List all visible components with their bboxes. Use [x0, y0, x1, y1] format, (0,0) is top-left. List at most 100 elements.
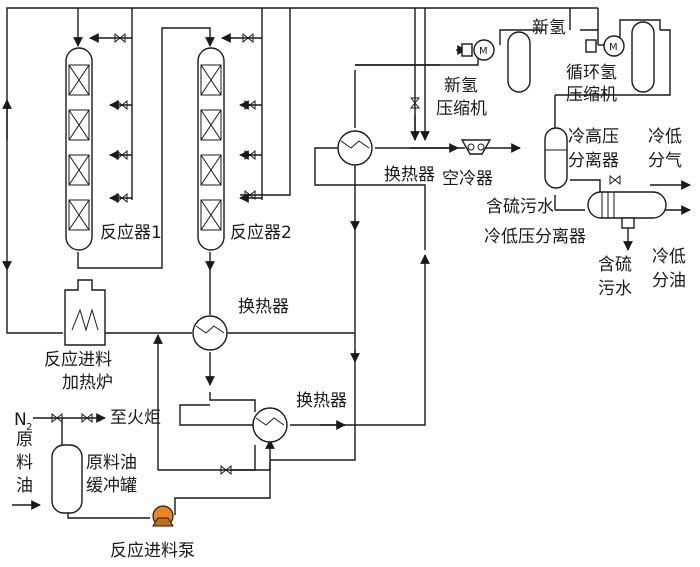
- label-reactor-1: 反应器1: [100, 223, 162, 243]
- feed-oil-buffer-tank: [51, 444, 83, 514]
- reactor-feed-pump: [152, 505, 174, 527]
- new-h2-motor-icon: [473, 39, 495, 61]
- valve-icon: [244, 149, 256, 161]
- label-new-h2-comp-line-2: 压缩机: [436, 99, 487, 119]
- recycle-motor-icon: [603, 35, 625, 57]
- lp-separator-boot: [621, 217, 635, 229]
- label-lp-oil-line-1: 冷低: [652, 247, 686, 267]
- label-heat-exchanger-1: 换热器: [238, 297, 289, 317]
- label-nitrogen-subscript: 2: [26, 422, 32, 433]
- label-new-h2-comp-line-1: 新氢: [444, 76, 478, 96]
- valve-icon: [244, 189, 256, 201]
- cold-hp-separator: [544, 127, 568, 189]
- hp-separator-body: [544, 127, 568, 189]
- valve-icon: [242, 32, 254, 44]
- valves: [51, 32, 621, 476]
- hx1-coil-icon: [195, 325, 225, 334]
- reactor-2: [197, 47, 225, 251]
- recycle-drum-line: [619, 19, 661, 45]
- hx3-shell: [337, 130, 373, 166]
- label-sour-water-2-line-1: 含硫: [598, 255, 632, 275]
- new-h2-to-drum: [499, 29, 545, 45]
- label-new-h2: 新氢: [532, 18, 566, 38]
- valve-icon: [244, 99, 256, 111]
- air-cooler: [460, 139, 492, 155]
- motor-m-label: M: [479, 46, 488, 57]
- label-feed-pump: 反应进料泵: [110, 541, 195, 561]
- reactor-2-body: [197, 47, 225, 251]
- label-buffer-tank-line-1: 原料油: [86, 453, 137, 473]
- new-h2-drum-body: [507, 31, 531, 93]
- lp-separator-body: [587, 191, 667, 219]
- heat-exchanger-1: [192, 315, 228, 351]
- reactor1-to-reactor2-line: [77, 27, 215, 269]
- recycle-suction-line: [555, 29, 671, 96]
- hx2-left-branch: [179, 404, 255, 426]
- hx2-coil-icon: [255, 417, 285, 426]
- recycle-drum-body: [631, 21, 655, 93]
- hx3-to-hx2-line: [270, 165, 356, 461]
- hx3-inlet-line: [314, 147, 426, 250]
- label-sour-water-1: 含硫污水: [486, 197, 554, 217]
- furnace-outlet-line: [2, 261, 63, 334]
- label-reactor-2: 反应器2: [230, 223, 292, 243]
- new-h2-drum: [507, 31, 531, 93]
- new-h2-compressor-coupling: [461, 43, 473, 57]
- feed-heating-furnace: [64, 279, 106, 346]
- heat-exchanger-3: [337, 130, 373, 166]
- label-air-cooler: 空冷器: [442, 169, 493, 189]
- recycle-h2-drum: [631, 21, 655, 93]
- valve-icon: [51, 412, 63, 424]
- recycle-compressor-coupling: [585, 39, 597, 53]
- air-cooler-body: [460, 139, 492, 155]
- new-h2-compressor-outlet: [355, 45, 479, 66]
- label-furnace-line-2: 加热炉: [62, 373, 113, 393]
- label-lp-oil-line-2: 分油: [652, 271, 686, 291]
- labels: 反应器1 反应器2 换热器 换热器 换热器 空冷器 反应进料 加热炉 N 2 至…: [14, 18, 686, 561]
- quench-header-3: [240, 8, 291, 196]
- new-h2-compressor: M: [461, 39, 495, 61]
- label-feed-oil-char-3: 油: [16, 476, 33, 496]
- pump-discharge-line: [174, 462, 271, 515]
- motor-m-label: M: [609, 42, 618, 53]
- label-to-flare: 至火炬: [110, 408, 161, 428]
- label-nitrogen: N: [14, 410, 27, 430]
- reactor-2-beds: [200, 64, 222, 231]
- label-lp-gas-line-1: 冷低: [648, 127, 682, 147]
- label-lp-separator: 冷低压分离器: [484, 227, 586, 247]
- valve-icon: [116, 99, 128, 111]
- hx2-shell: [252, 407, 288, 443]
- tank-to-pump-line: [67, 512, 150, 519]
- valve-icon: [220, 464, 232, 476]
- label-furnace-line-1: 反应进料: [44, 350, 112, 370]
- reactor-1-body: [65, 47, 93, 251]
- label-recycle-comp-line-1: 循环氢: [566, 63, 617, 83]
- furnace-body: [64, 279, 106, 346]
- valve-icon: [114, 32, 126, 44]
- reactor-1-beds: [68, 64, 90, 231]
- label-recycle-comp-line-2: 压缩机: [566, 85, 617, 105]
- label-feed-oil-char-1: 原: [16, 430, 33, 450]
- label-lp-gas-line-2: 分气: [648, 151, 682, 171]
- label-heat-exchanger-3: 换热器: [384, 165, 435, 185]
- valve-icon: [81, 412, 93, 424]
- valve-icon: [409, 97, 421, 109]
- valve-icon: [609, 174, 621, 186]
- label-sour-water-2-line-2: 污水: [598, 279, 632, 299]
- heat-exchanger-2: [252, 407, 288, 443]
- recycle-h2-compressor: M: [585, 35, 625, 57]
- label-heat-exchanger-2: 换热器: [296, 391, 347, 411]
- label-hp-sep-line-1: 冷高压: [568, 127, 619, 147]
- label-buffer-tank-line-2: 缓冲罐: [86, 476, 137, 496]
- lp-separator-internals: [601, 192, 615, 218]
- furnace-flame-icon: [71, 308, 99, 332]
- hx3-coil-icon: [340, 140, 370, 149]
- main-top-header-line: [6, 7, 425, 270]
- valve-icon: [116, 192, 128, 204]
- reactor-1: [65, 47, 93, 251]
- buffer-tank-body: [51, 444, 83, 514]
- hx1-shell: [192, 315, 228, 351]
- hx1-to-hx2-line: [209, 392, 256, 412]
